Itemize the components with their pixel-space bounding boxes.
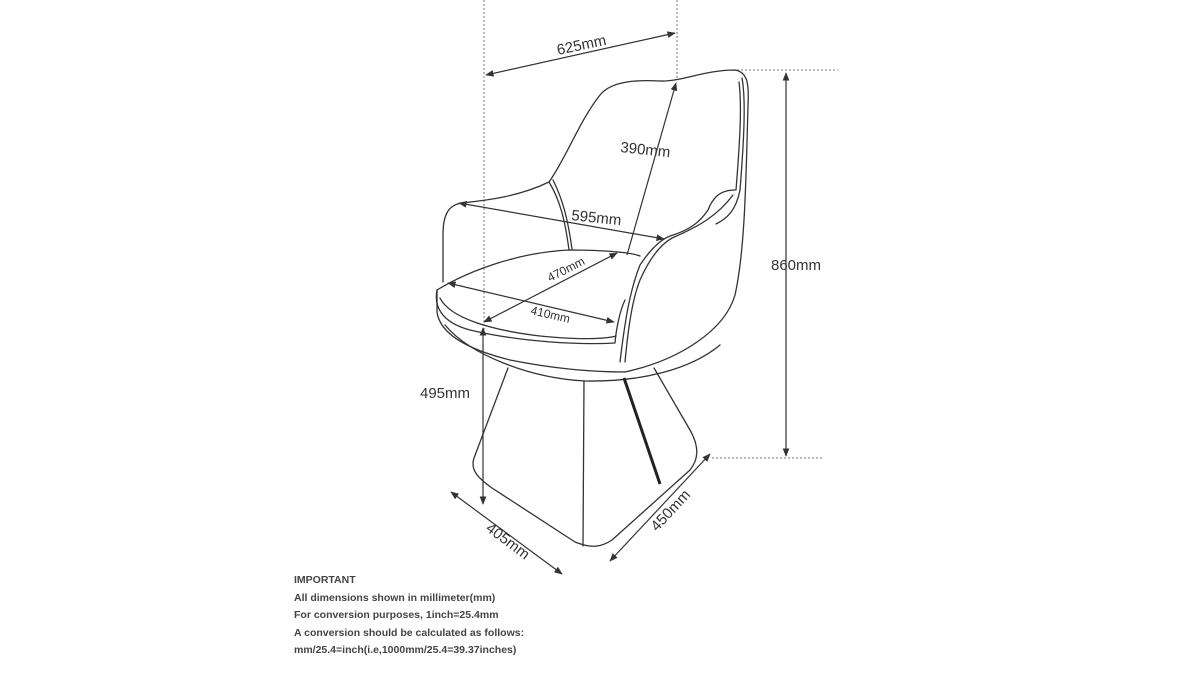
- dim-arm-width: 595mm: [571, 207, 623, 229]
- dim-seat-width: 410mm: [529, 303, 571, 326]
- dim-base-depth: 405mm: [483, 520, 533, 564]
- notes-line: All dimensions shown in millimeter(mm): [294, 591, 496, 604]
- dimension-lines: [447, 31, 790, 575]
- dim-back-height: 390mm: [620, 139, 672, 161]
- dim-overall-width: 625mm: [555, 32, 607, 59]
- conversion-notes: IMPORTANT All dimensions shown in millim…: [294, 572, 524, 660]
- dim-seat-height: 495mm: [420, 385, 470, 402]
- notes-line: mm/25.4=inch(i.e,1000mm/25.4=39.37inches…: [294, 644, 517, 656]
- guide-lines: [483, 0, 838, 459]
- notes-heading: IMPORTANT: [294, 574, 356, 586]
- dim-overall-height: 860mm: [771, 257, 821, 274]
- dimension-labels: 625mm 390mm 595mm 470mm 410mm 860mm 495m…: [420, 32, 821, 563]
- notes-line: A conversion should be calculated as fol…: [294, 626, 525, 639]
- notes-line: For conversion purposes, 1inch=25.4mm: [294, 609, 499, 621]
- dim-base-width: 450mm: [647, 487, 694, 535]
